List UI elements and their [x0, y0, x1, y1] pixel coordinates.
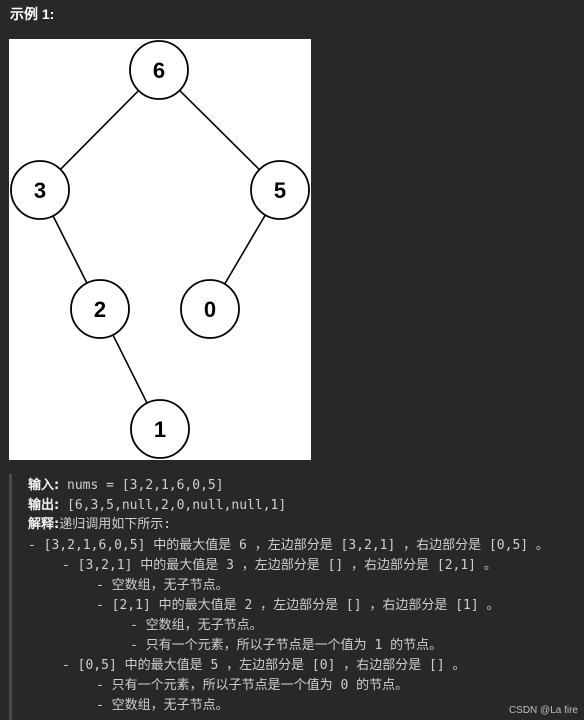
tree-node-label: 6: [153, 58, 165, 83]
tree-node-label: 5: [274, 178, 286, 203]
tree-node-circle: [70, 279, 130, 339]
recursion-line: - 只有一个元素，所以子节点是一个值为 1 的节点。: [130, 638, 443, 653]
recursion-line: - [3,2,1,6,0,5] 中的最大值是 6 ，左边部分是 [3,2,1] …: [28, 538, 549, 553]
tree-node-circle: [130, 399, 190, 459]
tree-node: 2: [70, 279, 130, 339]
tree-node-circle: [129, 40, 189, 100]
tree-edge: [52, 215, 88, 284]
explain-value: 递归调用如下所示:: [59, 517, 172, 532]
watermark: CSDN @La fire: [508, 705, 578, 716]
tree-edge: [179, 89, 260, 171]
output-line: 输出: [6,3,5,null,2,0,null,null,1]: [28, 496, 286, 516]
tree-node-label: 0: [204, 297, 216, 322]
explain-line: 解释:递归调用如下所示:: [28, 515, 171, 535]
recursion-line: - [3,2,1] 中的最大值是 3 ，左边部分是 [] ，右边部分是 [2,1…: [62, 558, 497, 573]
tree-node: 1: [130, 399, 190, 459]
explain-label: 解释:: [28, 517, 60, 532]
tree-node: 6: [129, 40, 189, 100]
tree-node: 3: [10, 160, 70, 220]
tree-node-circle: [180, 279, 240, 339]
tree-node: 5: [250, 160, 310, 220]
tree-node-circle: [250, 160, 310, 220]
example-title: 示例 1:: [10, 6, 55, 22]
tree-node-label: 2: [94, 297, 106, 322]
output-value: [6,3,5,null,2,0,null,null,1]: [67, 498, 287, 513]
recursion-line: - [2,1] 中的最大值是 2 ，左边部分是 [] ，右边部分是 [1] 。: [96, 598, 500, 613]
explanation-block: 输入: nums = [3,2,1,6,0,5] 输出: [6,3,5,null…: [9, 474, 584, 720]
recursion-line: - [0,5] 中的最大值是 5 ，左边部分是 [0] ，右边部分是 [] 。: [62, 658, 466, 673]
recursion-line: - 空数组，无子节点。: [130, 618, 263, 633]
input-value: nums = [3,2,1,6,0,5]: [67, 478, 224, 493]
recursion-line: - 空数组，无子节点。: [96, 698, 229, 713]
input-line: 输入: nums = [3,2,1,6,0,5]: [28, 476, 224, 496]
recursion-line: - 空数组，无子节点。: [96, 578, 229, 593]
tree-edge: [224, 214, 266, 285]
tree-node: 0: [180, 279, 240, 339]
tree-edge: [59, 90, 140, 170]
input-label: 输入:: [28, 478, 60, 493]
tree-node-circle: [10, 160, 70, 220]
tree-svg: 6 3 5 2 0 1: [10, 40, 310, 459]
recursion-line: - 只有一个元素，所以子节点是一个值为 0 的节点。: [96, 678, 409, 693]
binary-tree-diagram: 6 3 5 2 0 1: [9, 39, 311, 460]
tree-node-label: 1: [154, 417, 166, 442]
output-label: 输出:: [28, 498, 60, 513]
tree-edge: [112, 334, 148, 404]
tree-node-label: 3: [34, 178, 46, 203]
